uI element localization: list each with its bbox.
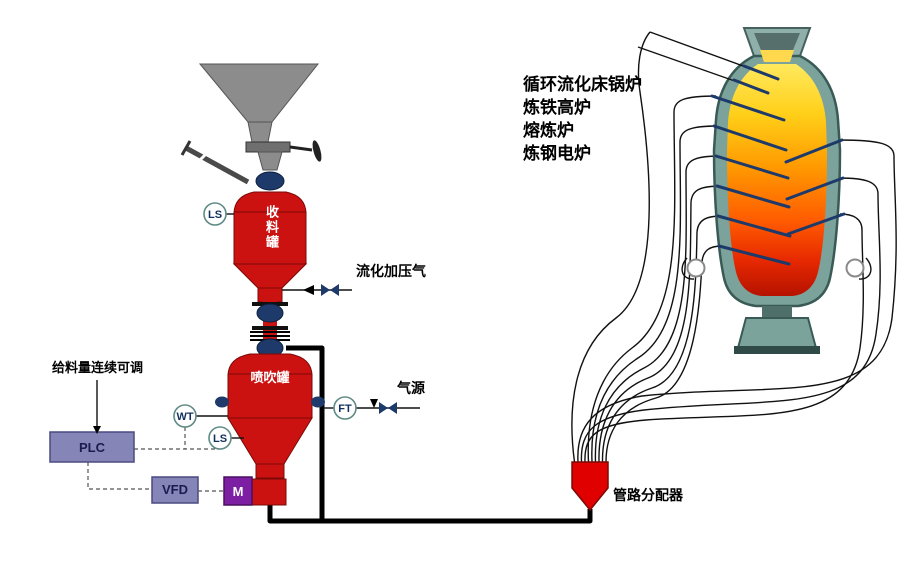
level-switch-upper (203, 202, 227, 226)
source-valve-icon (379, 402, 388, 414)
side-feed-pipe (184, 145, 250, 185)
fluidizing-gas-line (282, 284, 352, 296)
gas-source-label: 气源 (396, 380, 425, 396)
source-valve-icon (388, 402, 397, 414)
weight-transmitter (173, 404, 197, 428)
valve-stem (289, 145, 313, 152)
handwheel-icon (312, 140, 322, 162)
injection-tank (215, 353, 325, 506)
furnace-feed-glow (760, 50, 794, 62)
receiving-tank-label: 收料罐 (264, 205, 279, 250)
application-item-1: 循环流化床锅炉 (523, 74, 642, 94)
discharge-valve-upper (256, 303, 284, 323)
aeration-nozzle-left (215, 396, 229, 408)
furnace-melt (727, 64, 827, 296)
gas-valve-icon (330, 284, 339, 296)
pipe-fan (571, 31, 897, 463)
flow-transmitter (333, 396, 357, 420)
feed-pipe-endcap (180, 140, 192, 156)
furnace-throat-inner (754, 33, 800, 50)
injection-lances (637, 31, 846, 266)
trunnion-left (681, 257, 706, 280)
vfd-box (151, 476, 199, 504)
feed-hopper (180, 63, 322, 191)
flow-arrow-icon (303, 285, 314, 295)
trunnion-right (845, 257, 872, 280)
furnace-base-band (734, 346, 820, 354)
gas-valve-icon (321, 284, 330, 296)
pressurizing-pipe (286, 345, 325, 521)
funnel (198, 63, 320, 123)
feed-note-label: 给料量连续可调 (52, 360, 143, 375)
injection-tank-label: 喷吹罐 (250, 370, 289, 385)
motor-label: M (233, 484, 244, 499)
receiving-tank (232, 191, 308, 303)
flange (252, 326, 288, 330)
inter-tank-section (250, 300, 290, 358)
rotary-feeder (251, 478, 287, 506)
distributor-label: 管路分配器 (613, 487, 684, 503)
application-item-3: 熔炼炉 (523, 120, 574, 140)
motor-box (223, 476, 253, 506)
pipe-distributor (571, 461, 609, 512)
gas-source-line (323, 399, 420, 414)
arrowhead-icon (93, 426, 101, 434)
vfd-label: VFD (162, 482, 188, 497)
down-arrow-icon (370, 399, 378, 408)
plc-label: PLC (79, 440, 106, 455)
level-switch-lower-label: LS (213, 433, 227, 445)
plc-box (49, 431, 135, 463)
aeration-nozzle-right (311, 396, 325, 408)
inlet-valve (255, 171, 285, 191)
control-wiring (87, 380, 223, 492)
instrument-taps (196, 213, 244, 439)
application-item-2: 炼铁高炉 (523, 97, 591, 117)
gate-valve (245, 141, 291, 153)
furnace-pedestal (736, 317, 818, 349)
weight-transmitter-label: WT (176, 411, 193, 423)
inlet-reducer (257, 151, 283, 171)
level-switch-upper-label: LS (208, 209, 222, 221)
level-switch-lower (208, 426, 232, 450)
furnace (712, 27, 842, 354)
fluidizing-gas-label: 流化加压气 (356, 263, 426, 279)
application-item-4: 炼钢电炉 (523, 143, 591, 163)
flow-transmitter-label: FT (338, 403, 352, 415)
main-conveying-pipe (267, 505, 593, 524)
break-mark (196, 148, 212, 164)
funnel-neck (247, 121, 273, 143)
furnace-neck (762, 306, 792, 318)
